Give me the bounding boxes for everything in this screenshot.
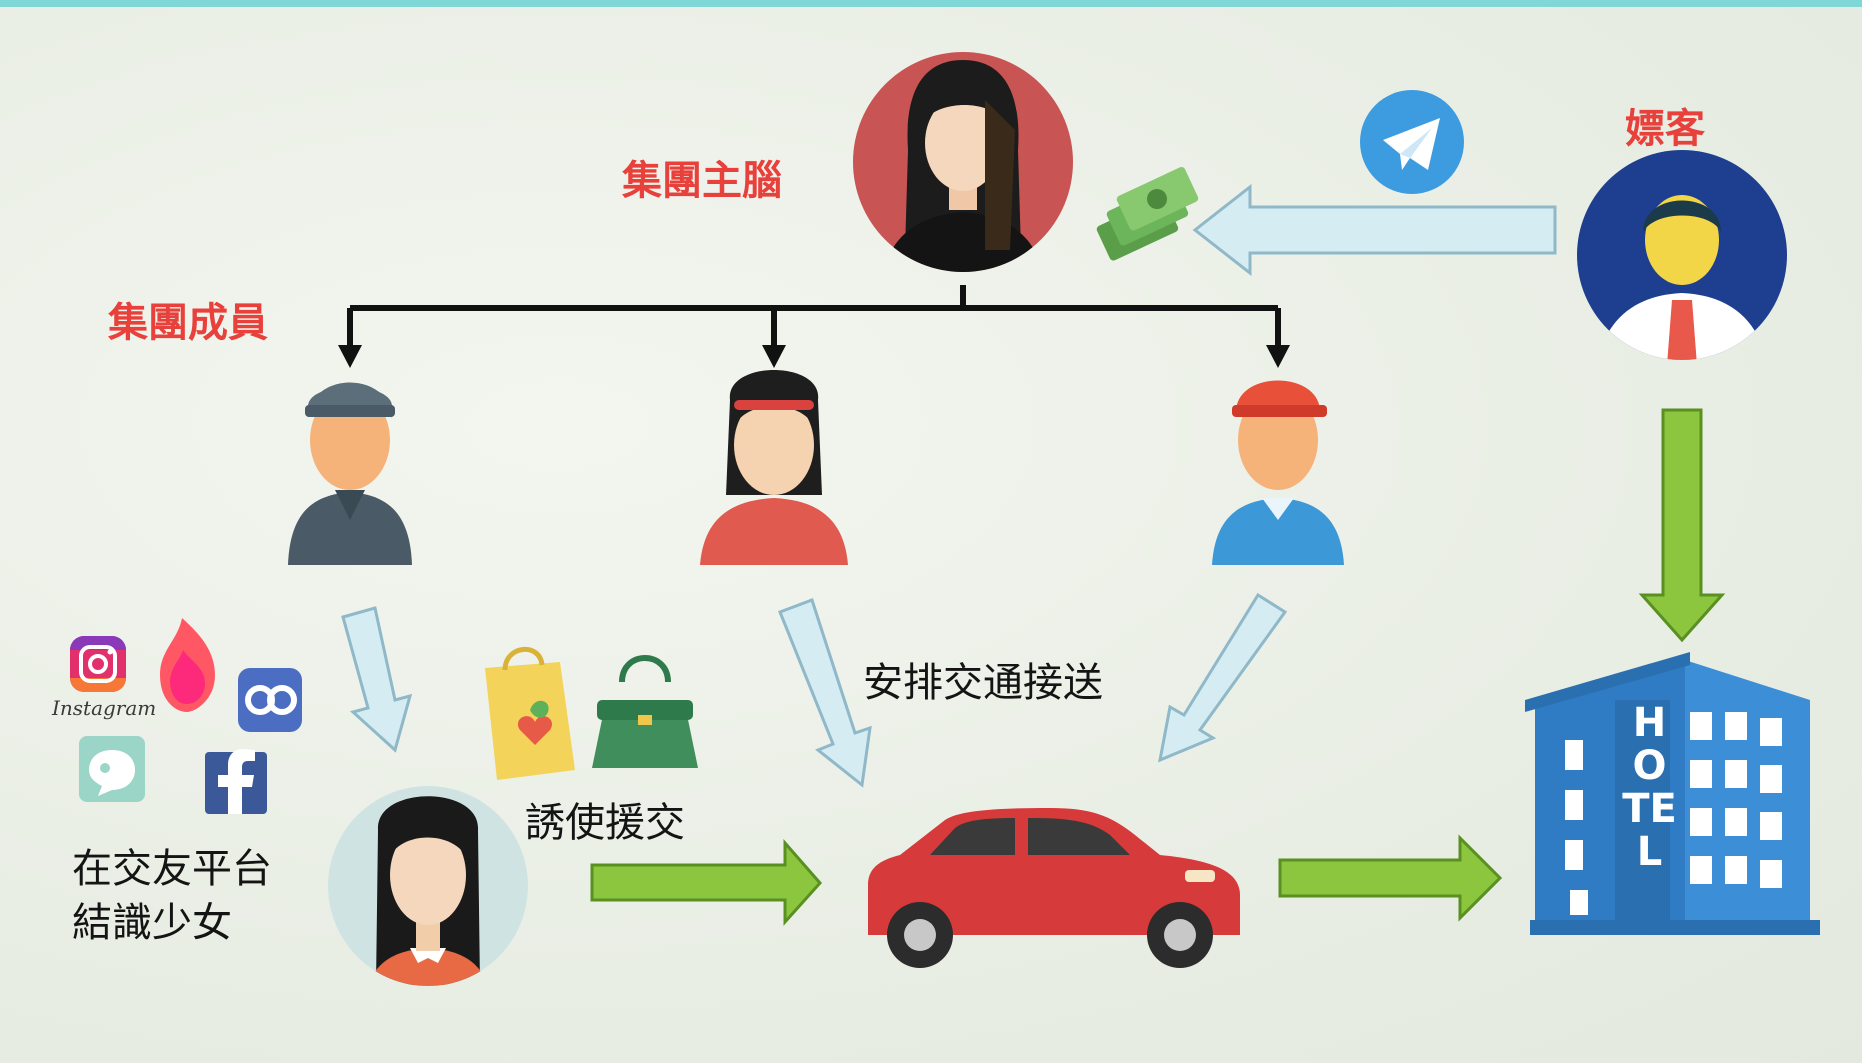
members-label: 集團成員 (108, 300, 268, 346)
instagram-wordmark: Instagram (52, 696, 157, 720)
induce-label: 誘使援交 (525, 800, 685, 846)
girl-avatar (328, 786, 528, 986)
payment-arrow (1192, 183, 1557, 277)
platform-label-line1: 在交友平台 (72, 846, 272, 892)
member-avatar-female (700, 370, 848, 565)
client-avatar (1577, 150, 1787, 360)
handbag-icon (592, 655, 698, 768)
member-avatar-gray (288, 382, 412, 565)
org-tree-heads (338, 345, 1290, 368)
instagram-icon (70, 636, 126, 692)
chat-app-icon (79, 736, 145, 802)
money-icon (1096, 167, 1199, 261)
boss-avatar (853, 52, 1073, 272)
tinder-icon (160, 618, 215, 712)
top-border (0, 0, 1862, 7)
boss-label: 集團主腦 (622, 158, 782, 204)
car-icon (868, 808, 1240, 968)
member2-arrow (778, 598, 872, 788)
member-avatar-red (1212, 380, 1344, 565)
org-tree (347, 285, 1281, 350)
member1-arrow (341, 606, 413, 753)
platform-label-line2: 結識少女 (72, 900, 232, 946)
member3-arrow (1158, 592, 1288, 763)
hotel-sign: HOTEL (1622, 700, 1677, 875)
car-to-hotel-arrow (1278, 834, 1503, 922)
transport-label: 安排交通接送 (863, 660, 1103, 706)
telegram-icon (1360, 90, 1464, 194)
shopping-bag-icon (485, 647, 575, 780)
girl-to-car-arrow (590, 839, 823, 926)
cb-app-icon (238, 668, 302, 732)
client-to-hotel-arrow (1638, 408, 1726, 643)
client-label: 嫖客 (1625, 106, 1705, 152)
facebook-icon (205, 749, 267, 814)
hotel-icon (1525, 652, 1820, 935)
